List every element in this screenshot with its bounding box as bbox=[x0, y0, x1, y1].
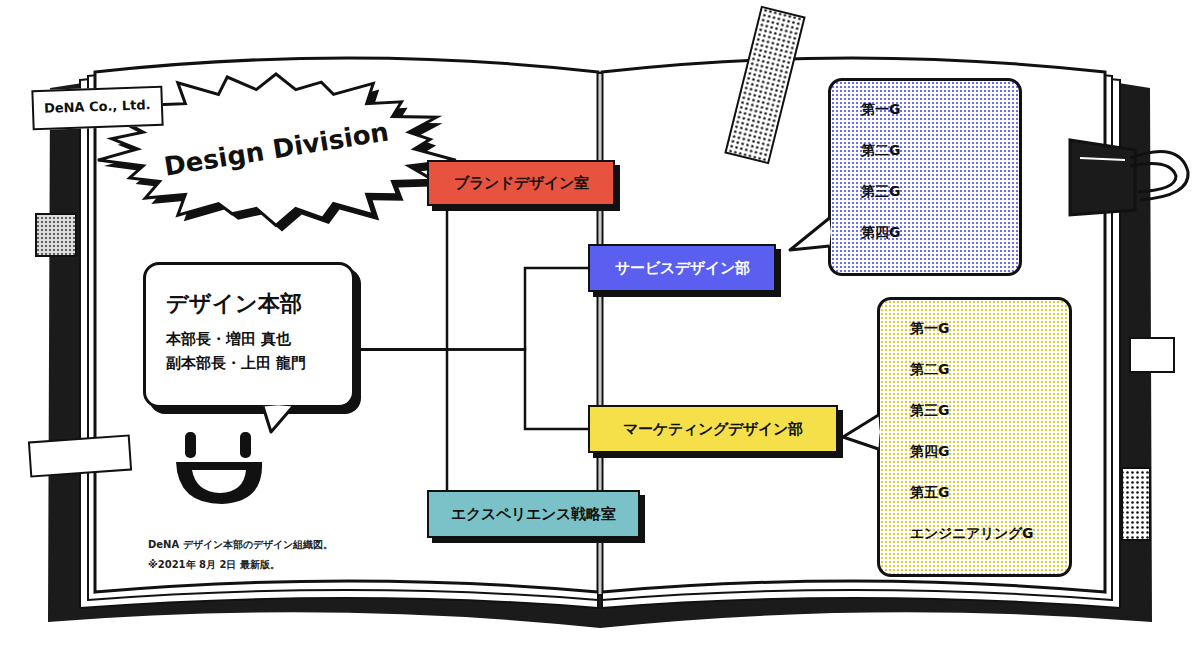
node-text: マーケティングデザイン部 bbox=[623, 420, 803, 439]
binder-clip-part bbox=[1130, 152, 1188, 200]
node-text: デザイン本部 bbox=[166, 287, 332, 321]
group-name: 第二G bbox=[861, 140, 1009, 160]
bubble-tail-fill bbox=[263, 404, 293, 432]
tape-part bbox=[29, 436, 131, 477]
node-text: エクスペリエンス戦略室 bbox=[451, 505, 616, 524]
smiley-face-part bbox=[185, 432, 196, 458]
bubble-tail bbox=[790, 218, 832, 250]
smiley-face-part bbox=[240, 432, 251, 458]
bubble-tail-fill bbox=[843, 415, 881, 449]
node-text: 本部長・増田 真也 bbox=[166, 327, 332, 351]
node-text: 副本部長・上田 龍門 bbox=[166, 351, 332, 375]
department-box: ブランドデザイン室 bbox=[427, 160, 615, 206]
caption-note: ※2021年 8月 2日 最新版。 bbox=[148, 558, 280, 572]
org-connector bbox=[355, 268, 588, 350]
group-name: 第三G bbox=[910, 400, 1059, 420]
caption-note: DeNA デザイン本部のデザイン組織図。 bbox=[148, 538, 333, 552]
org-connector bbox=[355, 350, 447, 490]
group-name: 第四G bbox=[910, 441, 1059, 461]
notebook-pages-part bbox=[602, 58, 1105, 592]
org-connector bbox=[355, 206, 447, 350]
binder-clip-part bbox=[1130, 164, 1176, 192]
node-text: ブランドデザイン室 bbox=[454, 174, 589, 193]
org-connector bbox=[355, 350, 588, 429]
node-text: DeNA Co., Ltd. bbox=[44, 97, 151, 116]
tape-part bbox=[726, 7, 805, 163]
group-bubble: 第一G 第二G 第三G 第四G bbox=[828, 78, 1022, 276]
department-box: エクスペリエンス戦略室 bbox=[427, 490, 640, 538]
bubble-tail bbox=[843, 415, 881, 449]
binder-clip-part bbox=[1070, 140, 1135, 215]
notebook-cover bbox=[48, 60, 1152, 628]
tape-part bbox=[1122, 468, 1150, 540]
tape-part bbox=[36, 214, 76, 256]
starburst-outline bbox=[98, 74, 456, 226]
bubble-tail-outline bbox=[790, 218, 830, 250]
headquarters-bubble: デザイン本部本部長・増田 真也副本部長・上田 龍門 bbox=[143, 262, 355, 408]
tape-part bbox=[1130, 338, 1174, 372]
smiley-face bbox=[176, 432, 262, 504]
bubble-tail bbox=[263, 404, 293, 432]
smiley-face-part bbox=[176, 462, 262, 504]
notebook-cover-part bbox=[48, 60, 1152, 628]
binder-clip-part bbox=[1080, 158, 1125, 160]
company-tag: DeNA Co., Ltd. bbox=[31, 86, 163, 131]
department-box: サービスデザイン部 bbox=[588, 244, 776, 292]
group-bubble: 第一G 第二G 第三G 第四G 第五G エンジニアリングG bbox=[877, 297, 1072, 577]
bubble-tail-fill bbox=[790, 218, 832, 250]
binder-clip bbox=[1070, 140, 1188, 215]
smiley-face-part bbox=[192, 470, 246, 493]
department-box: マーケティングデザイン部 bbox=[588, 405, 838, 453]
group-name: 第二G bbox=[910, 359, 1059, 379]
bubble-tail-outline bbox=[263, 407, 293, 433]
group-name: 第四G bbox=[861, 222, 1009, 242]
group-name: 第一G bbox=[910, 318, 1059, 338]
node-text: サービスデザイン部 bbox=[615, 259, 750, 278]
group-name: 第一G bbox=[861, 99, 1009, 119]
bubble-tail-outline bbox=[843, 415, 879, 449]
group-name: エンジニアリングG bbox=[910, 523, 1059, 543]
group-name: 第三G bbox=[861, 181, 1009, 201]
group-name: 第五G bbox=[910, 482, 1059, 502]
